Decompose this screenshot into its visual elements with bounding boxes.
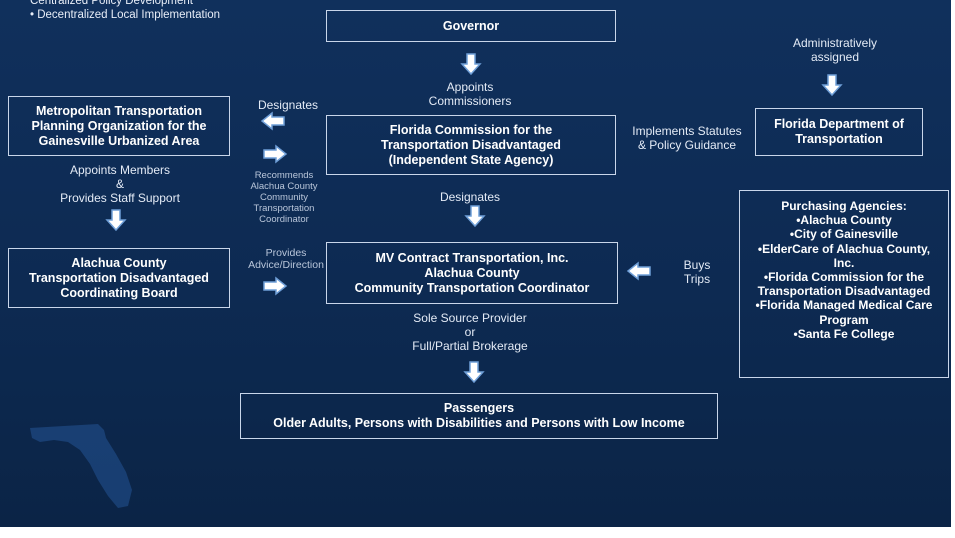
recommends-label: Recommends Alachua County Community Tran… xyxy=(250,170,318,225)
designates-center-label: Designates xyxy=(439,190,501,204)
arrow-to-passengers-icon xyxy=(464,361,484,383)
governor-box: Governor xyxy=(326,10,616,42)
admin-assigned-label: Administratively assigned xyxy=(792,36,878,64)
org-chart-slide: Centralized Policy Development • Decentr… xyxy=(0,0,951,527)
appoints-commissioners-label: Appoints Commissioners xyxy=(428,80,512,108)
ctc-box: MV Contract Transportation, Inc. Alachua… xyxy=(326,242,618,304)
florida-map-watermark xyxy=(30,424,132,508)
bullet-item: • Decentralized Local Implementation xyxy=(30,9,221,21)
arrow-appoints-board-icon xyxy=(106,209,126,231)
arrow-governor-to-commission-icon xyxy=(461,53,481,75)
sole-source-label: Sole Source Provider or Full/Partial Bro… xyxy=(412,311,528,353)
arrow-designates-mtpo-icon xyxy=(261,112,285,130)
arrow-recommends-icon xyxy=(263,145,287,163)
arrow-admin-assigned-icon xyxy=(822,74,842,96)
purchasing-agencies-box: Purchasing Agencies: •Alachua County •Ci… xyxy=(739,190,949,378)
arrow-buys-trips-icon xyxy=(627,262,651,280)
arrows-layer xyxy=(106,53,842,383)
arrow-designates-ctc-icon xyxy=(465,205,485,227)
governor-label: Governor xyxy=(442,18,500,33)
implements-label: Implements Statutes & Policy Guidance xyxy=(632,124,742,152)
buys-trips-label: Buys Trips xyxy=(683,258,711,286)
provides-label: Provides Advice/Direction xyxy=(248,247,324,271)
fdot-box: Florida Department of Transportation xyxy=(755,108,923,156)
designates-left-label: Designates xyxy=(257,98,319,112)
commission-box: Florida Commission for the Transportatio… xyxy=(326,115,616,175)
passengers-box: Passengers Older Adults, Persons with Di… xyxy=(240,393,718,439)
appoints-members-label: Appoints Members & Provides Staff Suppor… xyxy=(60,163,180,205)
bullet-list: Centralized Policy Development • Decentr… xyxy=(30,0,220,22)
arrow-provides-advice-icon xyxy=(263,277,287,295)
mtpo-box: Metropolitan Transportation Planning Org… xyxy=(8,96,230,156)
purchasing-title: Purchasing Agencies: xyxy=(781,199,907,213)
coordinating-board-box: Alachua County Transportation Disadvanta… xyxy=(8,248,230,308)
bullet-item: Centralized Policy Development xyxy=(30,0,193,7)
